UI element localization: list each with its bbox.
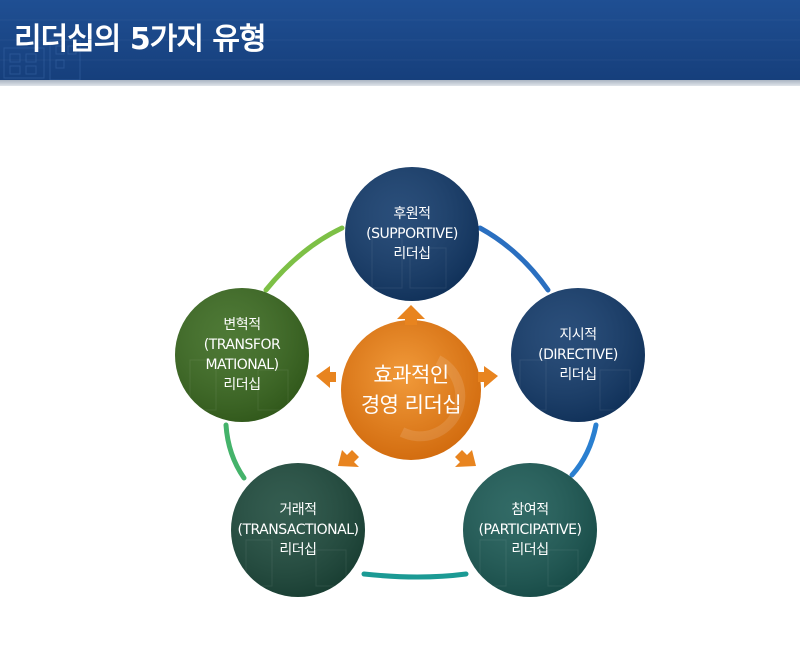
ring-segment-supportive-directive: [477, 225, 551, 293]
arrow-right-icon: [478, 366, 498, 388]
node-label-participative: 참여적 (PARTICIPATIVE) 리더십: [478, 502, 582, 558]
page-title: 리더십의 5가지 유형: [14, 22, 267, 57]
header-bar: 리더십의 5가지 유형: [0, 0, 800, 80]
center-circle: [341, 320, 481, 460]
node-transactional: [231, 463, 365, 597]
ring-segment-transactional-transformational: [223, 422, 247, 481]
center-label: 효과적인 경영 리더십: [360, 360, 462, 420]
node-directive: [511, 288, 645, 422]
node-label-supportive: 후원적 (SUPPORTIVE) 리더십: [366, 206, 458, 262]
node-label-directive: 지시적 (DIRECTIVE) 리더십: [538, 327, 618, 383]
arrow-down-left-icon: [338, 450, 359, 467]
ring-segment-transformational-supportive: [263, 225, 345, 293]
node-supportive: [345, 167, 479, 301]
ring-segment-participative-transactional: [361, 571, 469, 580]
header-pattern: [0, 19, 800, 80]
ring-segment-directive-participative: [569, 422, 599, 478]
node-participative: [463, 463, 597, 597]
connector-ring: [223, 225, 599, 580]
header-divider: [0, 80, 800, 86]
center-label-line-2: 경영 리더십: [360, 393, 462, 417]
node-label-transformational: 변혁적 (TRANSFOR MATIONAL) 리더십: [203, 317, 281, 393]
arrow-left-icon: [316, 366, 336, 388]
arrow-up-icon: [397, 305, 425, 325]
node-label-transactional: 거래적 (TRANSACTIONAL) 리더십: [237, 502, 360, 558]
arrows: [316, 305, 498, 467]
center-label-line-1: 효과적인: [373, 363, 449, 387]
arrow-down-right-icon: [455, 450, 476, 467]
node-transformational: [175, 288, 309, 422]
